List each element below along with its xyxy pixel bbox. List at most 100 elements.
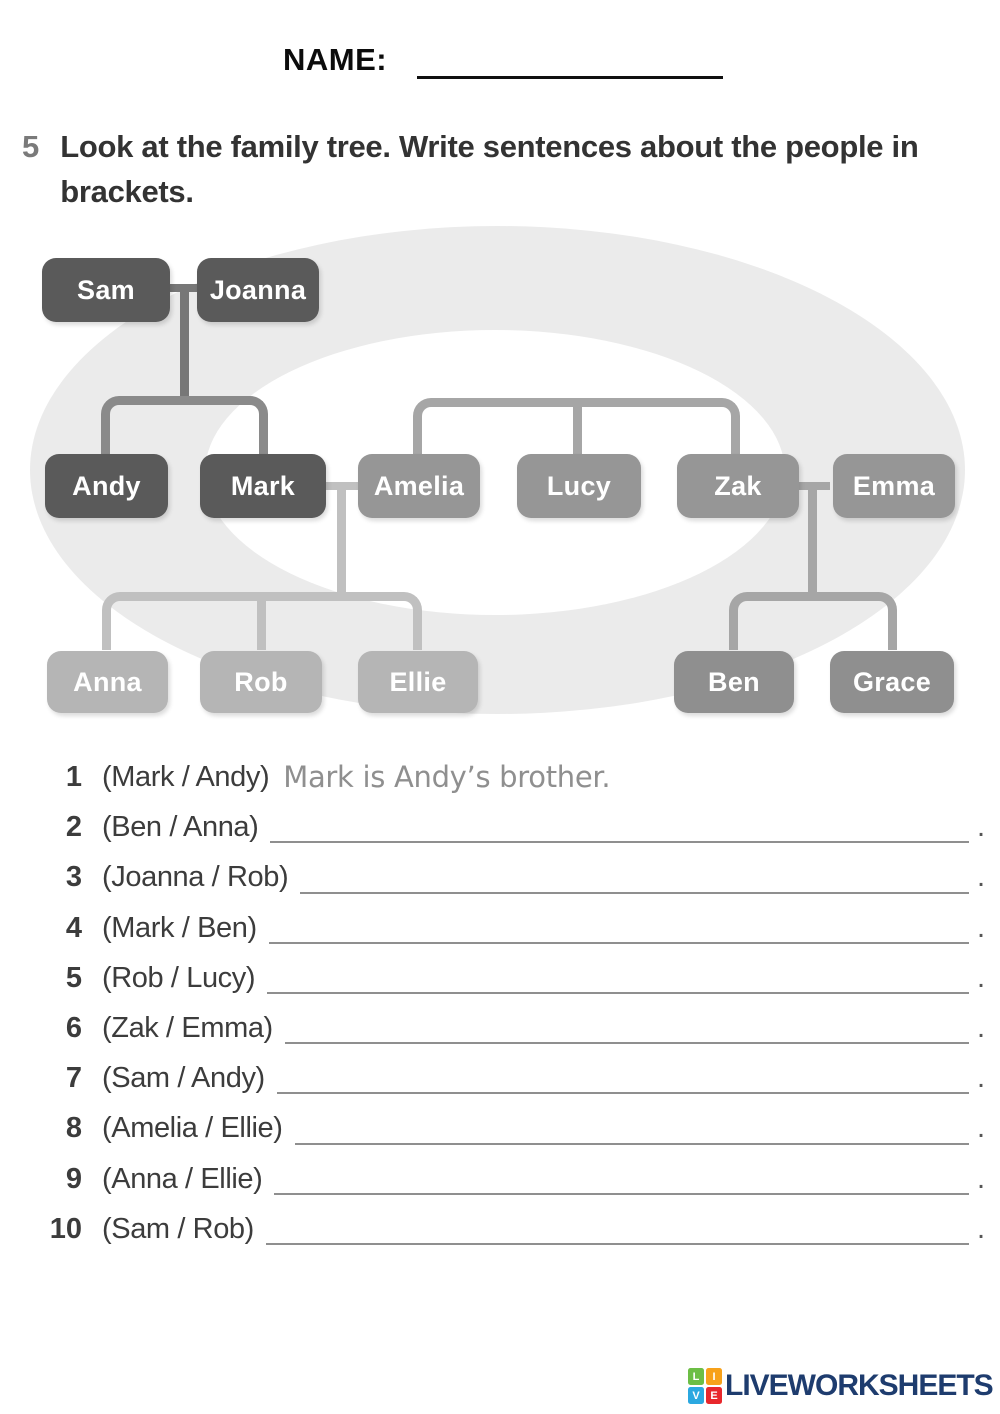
question-number: 1 <box>65 761 82 793</box>
tree-box-label: Emma <box>852 470 936 501</box>
question-number: 5 <box>65 961 82 994</box>
logo-letter: I <box>712 1370 716 1383</box>
tree-box-label: Zak <box>714 470 762 501</box>
answer-blank-10[interactable] <box>265 1204 969 1245</box>
question-prompt: (Sam / Rob) <box>102 1212 254 1245</box>
question-number: 10 <box>49 1212 82 1245</box>
drop-lucy <box>573 405 582 454</box>
question-prompt: (Amelia / Ellie) <box>102 1112 283 1145</box>
stem-zak-emma <box>808 486 817 596</box>
logo-tile-l: L <box>688 1368 704 1385</box>
answer-blank-6[interactable] <box>284 1003 969 1045</box>
answer-blank-9[interactable] <box>274 1154 969 1195</box>
end-period: . <box>977 911 986 944</box>
answer-blank-3[interactable] <box>300 852 969 894</box>
question-row-3: 3 (Joanna / Rob) . <box>40 852 985 902</box>
logo-tile-i: I <box>706 1368 722 1385</box>
question-prompt: (Rob / Lucy) <box>102 961 256 994</box>
exercise-instructions: Look at the family tree. Write sentences… <box>60 129 919 209</box>
answer-blank-5[interactable] <box>267 953 969 994</box>
question-number: 2 <box>65 811 82 844</box>
question-row-10: 10 (Sam / Rob) . <box>40 1204 985 1254</box>
tree-box-label: Amelia <box>373 470 465 501</box>
end-period: . <box>977 861 986 894</box>
answer-blank-8[interactable] <box>294 1103 969 1145</box>
tree-box-andy: Andy <box>45 454 168 518</box>
question-prompt: (Anna / Ellie) <box>102 1162 263 1195</box>
question-row-6: 6 (Zak / Emma) . <box>40 1003 985 1053</box>
end-period: . <box>977 1062 986 1095</box>
question-prompt: (Mark / Ben) <box>102 911 257 944</box>
end-period: . <box>977 961 986 994</box>
bracket-amelia-lucy-zak <box>413 398 740 454</box>
bracket-anna-rob-ellie <box>102 592 422 650</box>
end-period: . <box>977 1162 986 1195</box>
example-answer: Mark is Andy’s brother. <box>283 760 611 794</box>
logo-tile-e: E <box>706 1387 722 1404</box>
drop-rob <box>257 599 266 650</box>
question-row-9: 9 (Anna / Ellie) . <box>40 1154 985 1204</box>
logo-letter: V <box>692 1389 700 1402</box>
tree-box-anna: Anna <box>47 651 168 713</box>
name-blank[interactable] <box>417 76 723 79</box>
tree-box-label: Grace <box>852 666 932 697</box>
tree-box-emma: Emma <box>833 454 955 518</box>
question-number: 4 <box>65 911 82 944</box>
tree-box-joanna: Joanna <box>197 258 319 322</box>
question-prompt: (Ben / Anna) <box>102 811 259 844</box>
question-number: 8 <box>65 1112 82 1145</box>
end-period: . <box>977 1212 986 1245</box>
bracket-ben-grace <box>729 592 897 650</box>
bracket-andy-mark <box>101 396 268 454</box>
answer-blank-2[interactable] <box>270 802 969 844</box>
tree-box-sam: Sam <box>42 258 170 322</box>
question-number: 6 <box>65 1011 82 1044</box>
tree-box-zak: Zak <box>677 454 799 518</box>
tree-box-label: Ellie <box>389 666 447 697</box>
tree-box-ellie: Ellie <box>358 651 478 713</box>
question-prompt: (Zak / Emma) <box>102 1011 273 1044</box>
tree-box-mark: Mark <box>200 454 326 518</box>
question-row-7: 7 (Sam / Andy) . <box>40 1053 985 1103</box>
question-row-5: 5 (Rob / Lucy) . <box>40 953 985 1003</box>
question-row-8: 8 (Amelia / Ellie) . <box>40 1103 985 1153</box>
answer-blank-7[interactable] <box>276 1053 969 1095</box>
stem-mark-amelia <box>337 486 346 596</box>
end-period: . <box>977 811 986 844</box>
tree-box-label: Sam <box>77 274 135 305</box>
tree-box-label: Rob <box>234 666 288 697</box>
tree-box-amelia: Amelia <box>358 454 480 518</box>
tree-box-label: Ben <box>708 666 760 697</box>
tree-box-label: Joanna <box>209 274 307 305</box>
question-row-1: 1 (Mark / Andy) Mark is Andy’s brother. <box>40 752 985 802</box>
tree-box-lucy: Lucy <box>517 454 641 518</box>
question-row-2: 2 (Ben / Anna) . <box>40 802 985 852</box>
trunk-sam-joanna <box>180 284 189 402</box>
question-list: 1 (Mark / Andy) Mark is Andy’s brother. … <box>40 752 985 1254</box>
end-period: . <box>977 1011 986 1044</box>
logo-letter: L <box>692 1370 700 1383</box>
liveworksheets-logo: L I V E LIVEWORKSHEETS <box>688 1368 994 1404</box>
question-row-4: 4 (Mark / Ben) . <box>40 903 985 953</box>
question-prompt: (Sam / Andy) <box>102 1062 265 1095</box>
logo-tile-grid: L I V E <box>688 1368 722 1404</box>
exercise-header: 5 Look at the family tree. Write sentenc… <box>22 124 945 214</box>
tree-box-label: Andy <box>72 470 141 501</box>
tree-box-label: Lucy <box>546 470 612 501</box>
question-prompt: (Mark / Andy) <box>102 761 270 793</box>
tree-box-grace: Grace <box>830 651 954 713</box>
logo-tile-v: V <box>688 1387 704 1404</box>
tree-box-label: Mark <box>230 470 296 501</box>
name-label: NAME: <box>283 42 388 77</box>
end-period: . <box>977 1112 986 1145</box>
tree-box-rob: Rob <box>200 651 322 713</box>
question-number: 9 <box>65 1162 82 1195</box>
tree-box-ben: Ben <box>674 651 794 713</box>
logo-letter: E <box>710 1389 718 1402</box>
question-number: 7 <box>65 1062 82 1095</box>
tree-box-label: Anna <box>73 666 142 697</box>
exercise-number: 5 <box>22 129 40 164</box>
question-prompt: (Joanna / Rob) <box>102 861 289 894</box>
answer-blank-4[interactable] <box>268 903 969 944</box>
brand-text: LIVEWORKSHEETS <box>725 1369 994 1402</box>
